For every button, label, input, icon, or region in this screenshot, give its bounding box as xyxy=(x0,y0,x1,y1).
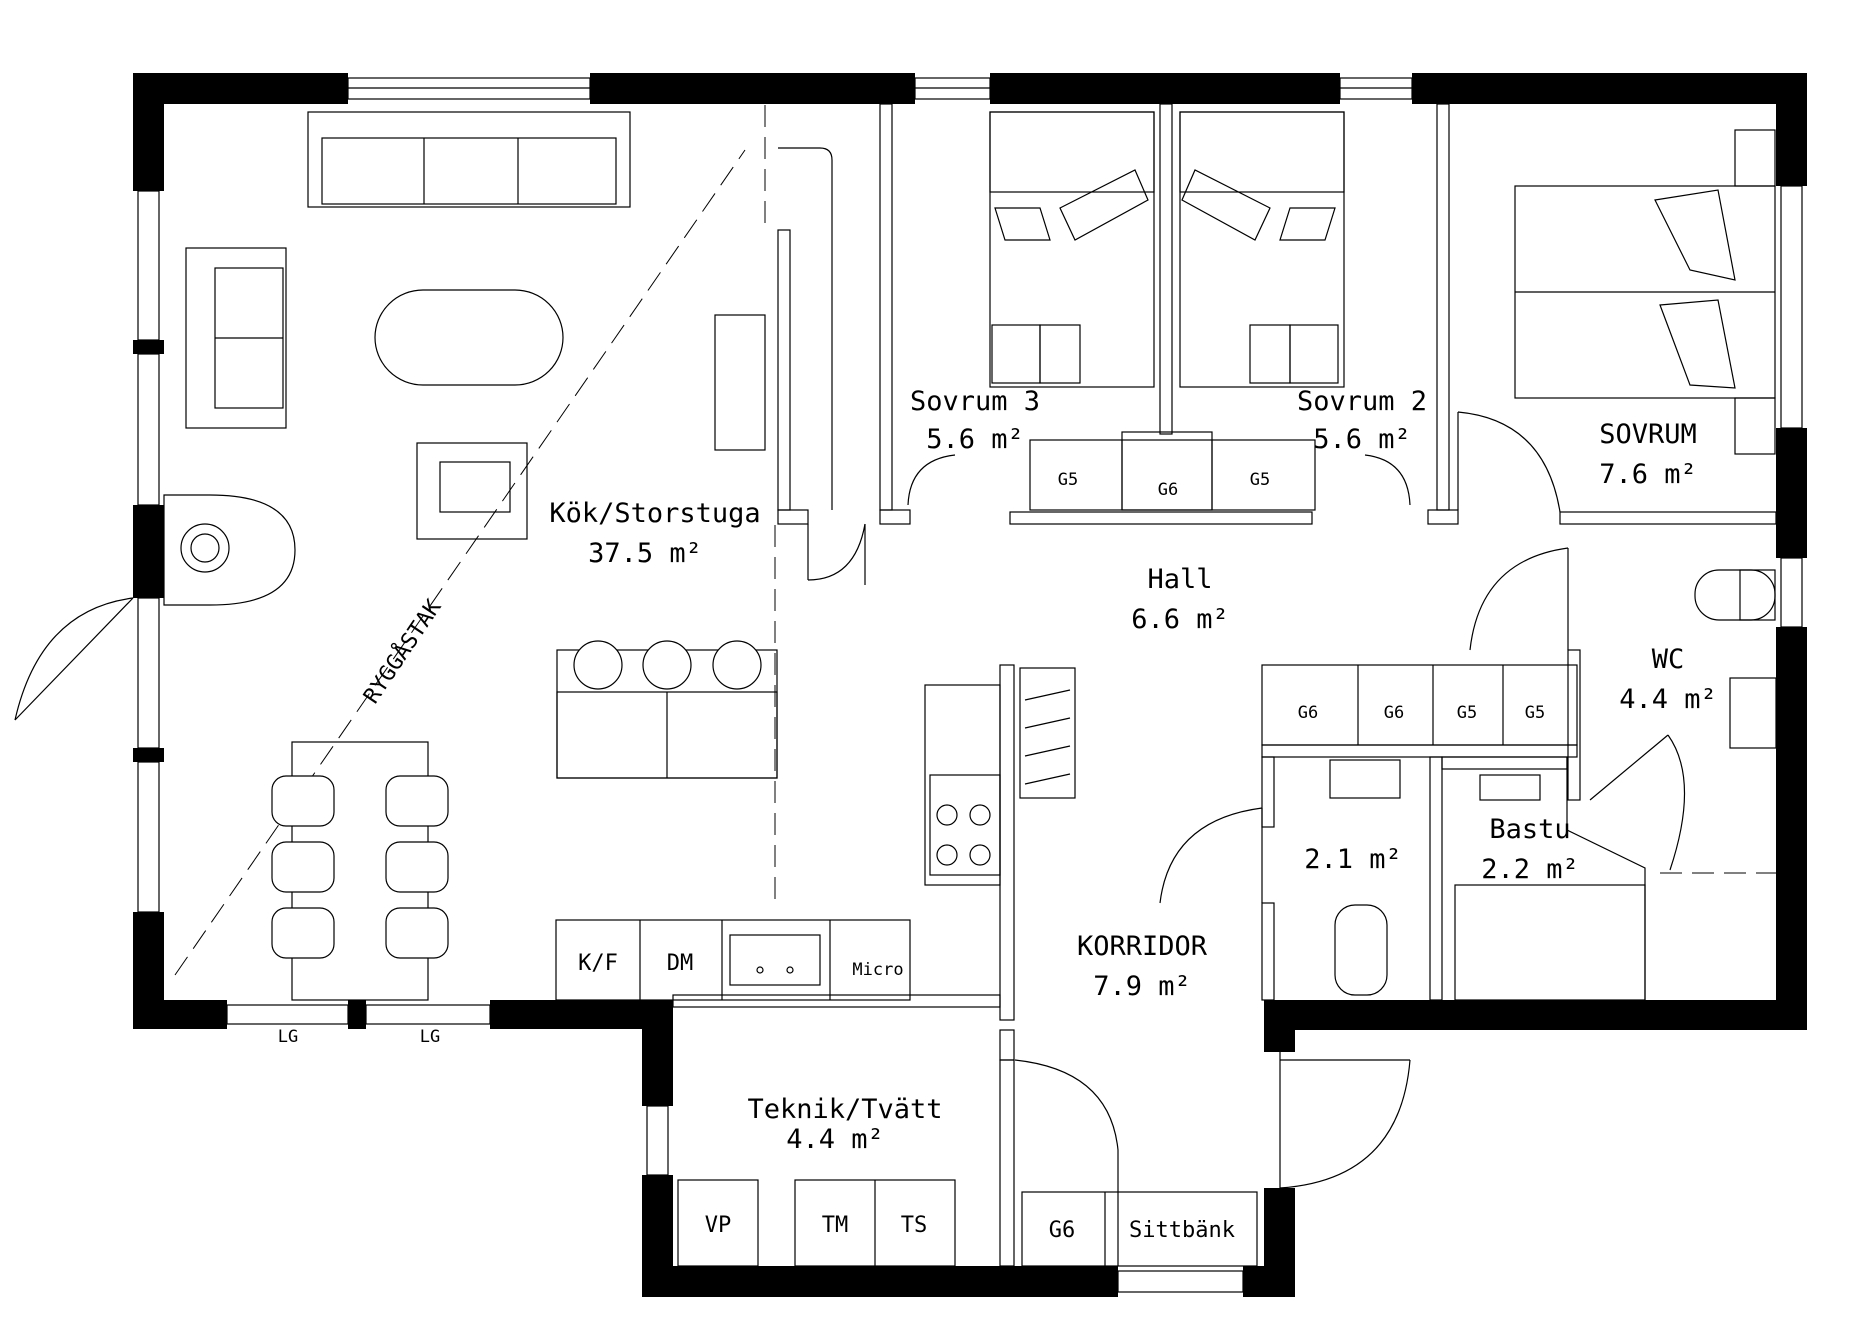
teknik-area: 4.4 m² xyxy=(786,1124,884,1155)
badrum-area: 2.1 m² xyxy=(1304,844,1402,875)
hall-area: 6.6 m² xyxy=(1131,604,1229,635)
wardrobe-top-1: G5 xyxy=(1058,470,1078,490)
wardrobe-hall-4: G5 xyxy=(1525,703,1545,723)
kf-label: K/F xyxy=(578,951,618,976)
room-labels: Kök/Storstuga 37.5 m² Sovrum 3 5.6 m² So… xyxy=(549,386,1716,1155)
hall-name: Hall xyxy=(1147,564,1212,595)
teknik-name: Teknik/Tvätt xyxy=(747,1094,942,1125)
sovrum-name: SOVRUM xyxy=(1599,419,1697,450)
furniture xyxy=(163,111,1777,1267)
windows xyxy=(137,77,1803,1293)
ts-label: TS xyxy=(901,1213,928,1238)
kok-area: 37.5 m² xyxy=(588,538,702,569)
micro-label: Micro xyxy=(852,960,903,980)
lg1-label: LG xyxy=(278,1027,298,1047)
dashed-lines xyxy=(174,105,1776,976)
wardrobe-hall-2: G6 xyxy=(1384,703,1404,723)
sovrum3-area: 5.6 m² xyxy=(926,424,1024,455)
sovrum2-area: 5.6 m² xyxy=(1313,424,1411,455)
wardrobe-hall-3: G5 xyxy=(1457,703,1477,723)
wardrobe-top-3: G5 xyxy=(1250,470,1270,490)
wc-name: WC xyxy=(1652,644,1685,675)
tm-label: TM xyxy=(822,1213,849,1238)
exterior-walls xyxy=(133,73,1807,1297)
ryggastak-label: RYGGÅSTAK xyxy=(358,594,447,709)
korridor-area: 7.9 m² xyxy=(1093,971,1191,1002)
wardrobe-hall-1: G6 xyxy=(1298,703,1318,723)
bastu-area: 2.2 m² xyxy=(1481,854,1579,885)
wc-area: 4.4 m² xyxy=(1619,684,1717,715)
kok-name: Kök/Storstuga xyxy=(549,498,760,529)
interior-walls xyxy=(672,103,1777,1267)
doors xyxy=(14,411,1686,1266)
bastu-name: Bastu xyxy=(1489,814,1570,845)
g6-entre-label: G6 xyxy=(1049,1218,1076,1243)
sovrum2-name: Sovrum 2 xyxy=(1297,386,1427,417)
sittbank-label: Sittbänk xyxy=(1129,1218,1235,1243)
sovrum3-name: Sovrum 3 xyxy=(910,386,1040,417)
dm-label: DM xyxy=(667,951,694,976)
lg2-label: LG xyxy=(420,1027,440,1047)
sovrum-area: 7.6 m² xyxy=(1599,459,1697,490)
wardrobe-top-2: G6 xyxy=(1158,480,1178,500)
korridor-name: KORRIDOR xyxy=(1077,931,1208,962)
vp-label: VP xyxy=(705,1213,732,1238)
